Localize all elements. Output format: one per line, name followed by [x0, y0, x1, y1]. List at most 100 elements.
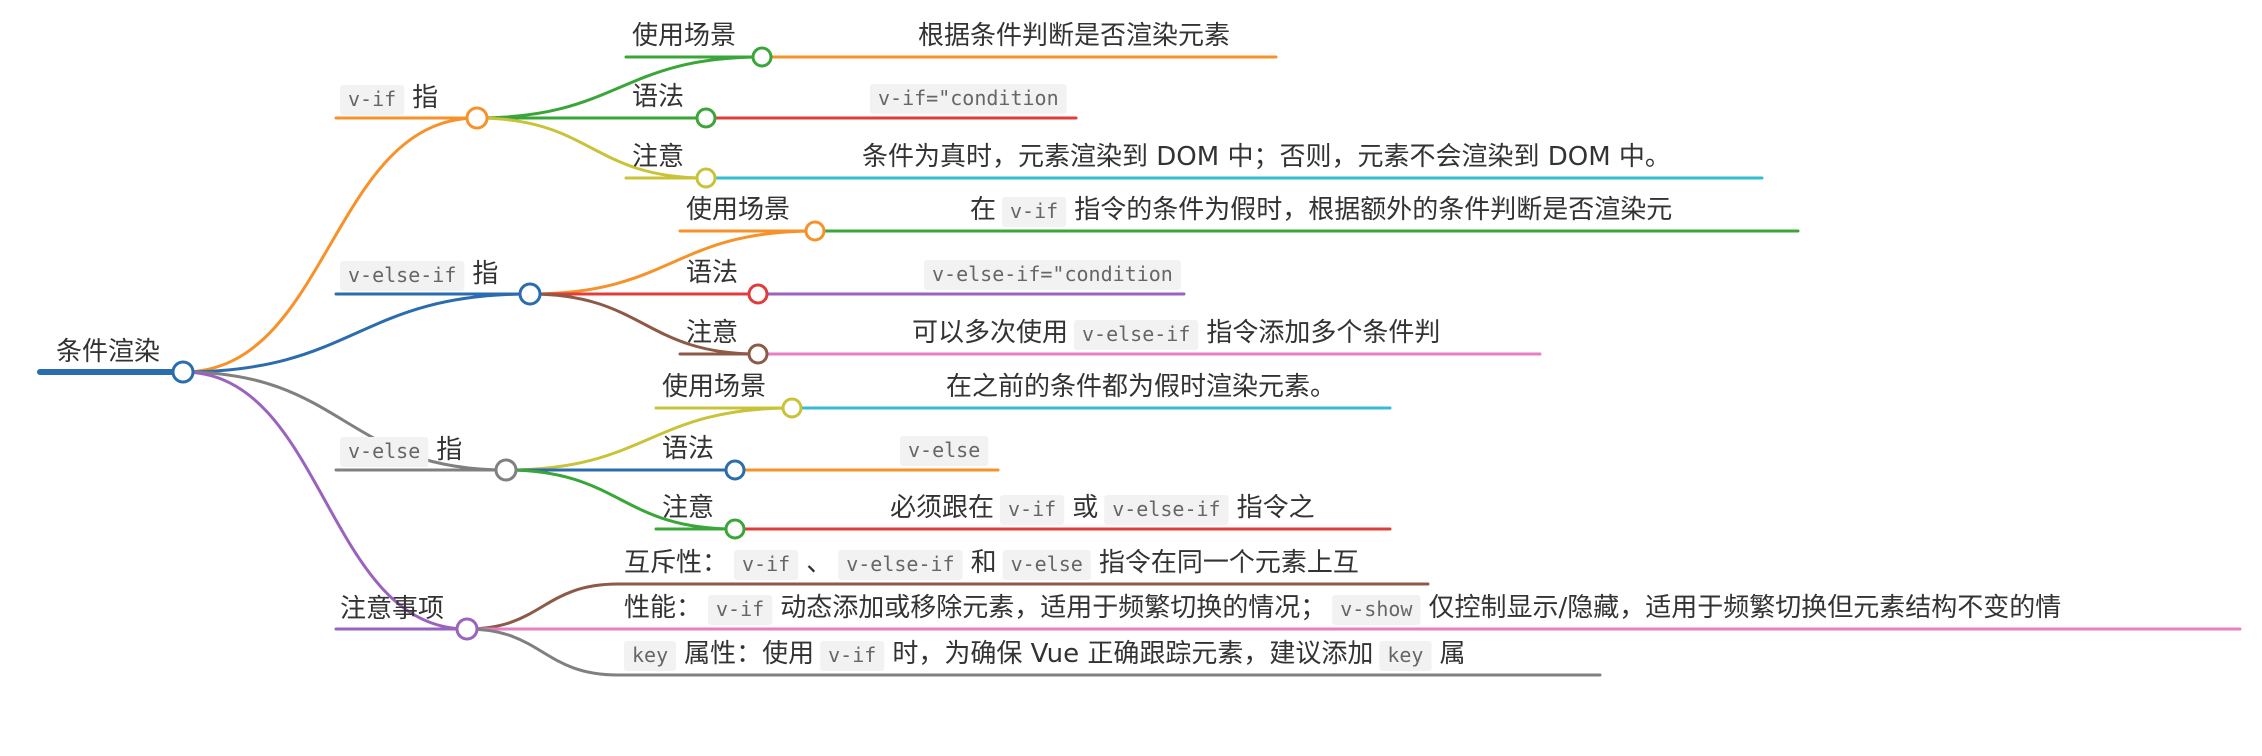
- collapse-knob-vif-0[interactable]: [751, 46, 773, 68]
- code-background: [1104, 495, 1229, 525]
- code-snippet: v-if: [348, 87, 396, 111]
- code-snippet: v-show: [1340, 597, 1413, 621]
- code-background: [708, 595, 773, 625]
- child-connector-velse-2: [504, 468, 737, 531]
- code-snippet: v-if: [742, 552, 790, 576]
- label-text: 在: [970, 195, 996, 225]
- collapse-knob-vif[interactable]: [465, 106, 489, 130]
- collapse-knob-root[interactable]: [171, 360, 195, 384]
- label-text: 属: [1439, 639, 1465, 669]
- collapse-knob-velseif[interactable]: [518, 282, 542, 306]
- leaf-label-velse-1: v-else: [900, 436, 989, 466]
- code-background: [1332, 595, 1421, 625]
- code-snippet: key: [632, 643, 668, 667]
- label-text: 使用场景: [632, 21, 736, 51]
- root-label: 条件渲染: [56, 337, 160, 367]
- collapse-knob-velse-2[interactable]: [724, 518, 746, 540]
- label-text: 指令之: [1237, 493, 1315, 523]
- collapse-knob-velse[interactable]: [494, 458, 518, 482]
- branch-connector-velse: [181, 370, 508, 472]
- leaf-label-vif-2: 条件为真时，元素渲染到 DOM 中；否则，元素不会渲染到 DOM 中。: [862, 142, 1671, 172]
- code-background: [870, 84, 1067, 114]
- child-connector-vif-0: [475, 55, 764, 120]
- label-text: 指令的条件为假时，根据额外的条件判断是否渲染元: [1074, 195, 1672, 225]
- leaf-label-velseif-1: v-else-if="condition: [924, 260, 1181, 290]
- code-background: [734, 550, 799, 580]
- code-snippet: v-else-if: [348, 263, 456, 287]
- code-background: [624, 641, 677, 671]
- collapse-knob-velseif-0[interactable]: [804, 220, 826, 242]
- branch-label-velseif: v-else-if 指: [340, 259, 498, 291]
- label-text: 仅控制显示/隐藏，适用于频繁切换但元素结构不变的情: [1428, 593, 2061, 623]
- label-text: 互斥性：: [624, 548, 728, 578]
- code-background: [340, 85, 405, 115]
- label-text: 注意事项: [340, 594, 444, 624]
- code-snippet: v-else-if: [846, 552, 954, 576]
- leaf-label-vif-1: v-if="condition: [870, 84, 1067, 114]
- label-text: 指: [472, 259, 498, 289]
- leaf-label-velse-0: 在之前的条件都为假时渲染元素。: [946, 372, 1336, 402]
- code-background: [340, 437, 429, 467]
- code-background: [1002, 197, 1067, 227]
- code-background: [838, 550, 963, 580]
- label-text: 和: [971, 548, 997, 578]
- child-label-vif-1: 语法: [632, 82, 684, 112]
- label-text: 语法: [662, 434, 714, 464]
- collapse-knob-velseif-2[interactable]: [747, 343, 769, 365]
- label-text: 注意: [686, 318, 738, 348]
- child-label-velse-0: 使用场景: [662, 372, 766, 402]
- label-text: 使用场景: [686, 195, 790, 225]
- child-label-velseif-0: 使用场景: [686, 195, 790, 225]
- label-text: 指令在同一个元素上互: [1099, 548, 1359, 578]
- collapse-knob-velse-1[interactable]: [724, 459, 746, 481]
- code-background: [820, 641, 885, 671]
- branch-label-notes: 注意事项: [340, 594, 444, 624]
- code-background: [340, 261, 465, 291]
- code-background: [1379, 641, 1432, 671]
- code-snippet: v-else-if: [1112, 497, 1220, 521]
- code-snippet: v-else-if="condition: [932, 262, 1173, 286]
- collapse-knob-vif-1[interactable]: [695, 107, 717, 129]
- label-text: 根据条件判断是否渲染元素: [918, 21, 1230, 51]
- code-snippet: v-else: [348, 439, 420, 463]
- label-text: 语法: [686, 258, 738, 288]
- label-text: 性能：: [624, 593, 702, 623]
- label-text: 可以多次使用: [912, 318, 1068, 348]
- label-text: 指: [436, 435, 462, 465]
- label-text: 注意: [662, 493, 714, 523]
- code-background: [924, 260, 1181, 290]
- code-snippet: v-if: [716, 597, 764, 621]
- child-connector-vif-2: [475, 116, 708, 180]
- child-label-velseif-1: 语法: [686, 258, 738, 288]
- child-label-vif-0: 使用场景: [632, 21, 736, 51]
- label-text: 条件为真时，元素渲染到 DOM 中；否则，元素不会渲染到 DOM 中。: [862, 142, 1671, 172]
- collapse-knob-notes[interactable]: [455, 617, 479, 641]
- code-snippet: v-if="condition: [878, 86, 1059, 110]
- child-label-velseif-2: 注意: [686, 318, 738, 348]
- code-background: [900, 436, 989, 466]
- branch-label-velse: v-else 指: [340, 435, 462, 467]
- child-connector-velseif-0: [528, 229, 817, 296]
- label-text: 使用场景: [662, 372, 766, 402]
- code-snippet: v-if: [828, 643, 876, 667]
- child-connector-velseif-2: [528, 292, 760, 356]
- note-connector-2: [465, 627, 620, 677]
- note-connector-0: [465, 582, 620, 631]
- child-connector-velse-0: [504, 406, 794, 472]
- collapse-knob-velseif-1[interactable]: [747, 283, 769, 305]
- label-text: 时，为确保 Vue 正确跟踪元素，建议添加: [892, 639, 1373, 669]
- child-label-vif-2: 注意: [632, 142, 684, 172]
- child-label-velse-1: 语法: [662, 434, 714, 464]
- label-text: 必须跟在: [890, 493, 994, 523]
- label-text: 指令添加多个条件判: [1206, 318, 1440, 348]
- collapse-knob-vif-2[interactable]: [695, 167, 717, 189]
- collapse-knob-velse-0[interactable]: [781, 397, 803, 419]
- code-snippet: v-else: [908, 438, 980, 462]
